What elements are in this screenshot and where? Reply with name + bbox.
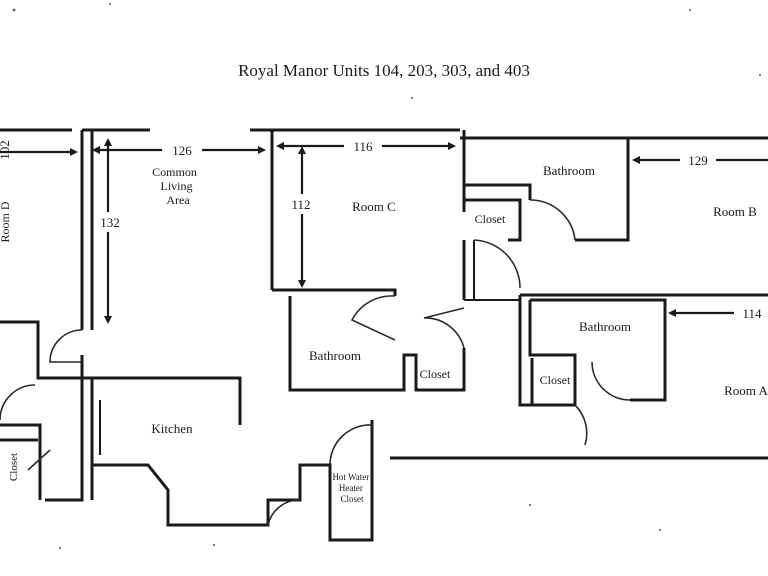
common-living-area-label: Common Living Area — [152, 165, 200, 207]
room-b-label: Room B — [713, 204, 757, 219]
dimension-112: 112 — [291, 197, 310, 212]
walls — [0, 128, 768, 542]
scan-noise — [12, 3, 761, 549]
closet-c-label: Closet — [420, 367, 451, 381]
closet-center-label: Closet — [475, 212, 506, 226]
room-labels: Room D Common Living Area Room C Room B … — [0, 163, 768, 504]
closet-left-label: Closet — [8, 453, 20, 481]
room-c-label: Room C — [352, 199, 396, 214]
closet-a-label: Closet — [540, 373, 571, 387]
dimension-132: 132 — [100, 215, 120, 230]
bathroom-top-label: Bathroom — [543, 163, 595, 178]
doors — [0, 199, 631, 526]
hot-water-heater-closet-label: Hot Water Heater Closet — [332, 472, 371, 504]
dimension-126: 126 — [172, 143, 192, 158]
dimension-116: 116 — [353, 139, 373, 154]
bathroom-a-label: Bathroom — [579, 319, 631, 334]
kitchen-label: Kitchen — [151, 421, 193, 436]
room-a-label: Room A — [724, 383, 768, 398]
dimension-129: 129 — [688, 153, 708, 168]
bathroom-c-label: Bathroom — [309, 348, 361, 363]
dimension-102: 102 — [0, 140, 12, 160]
room-d-label: Room D — [0, 201, 12, 242]
dimension-labels: 102 126 132 116 112 129 114 — [0, 139, 762, 321]
plan-title: Royal Manor Units 104, 203, 303, and 403 — [238, 61, 530, 80]
dimension-114: 114 — [742, 306, 762, 321]
